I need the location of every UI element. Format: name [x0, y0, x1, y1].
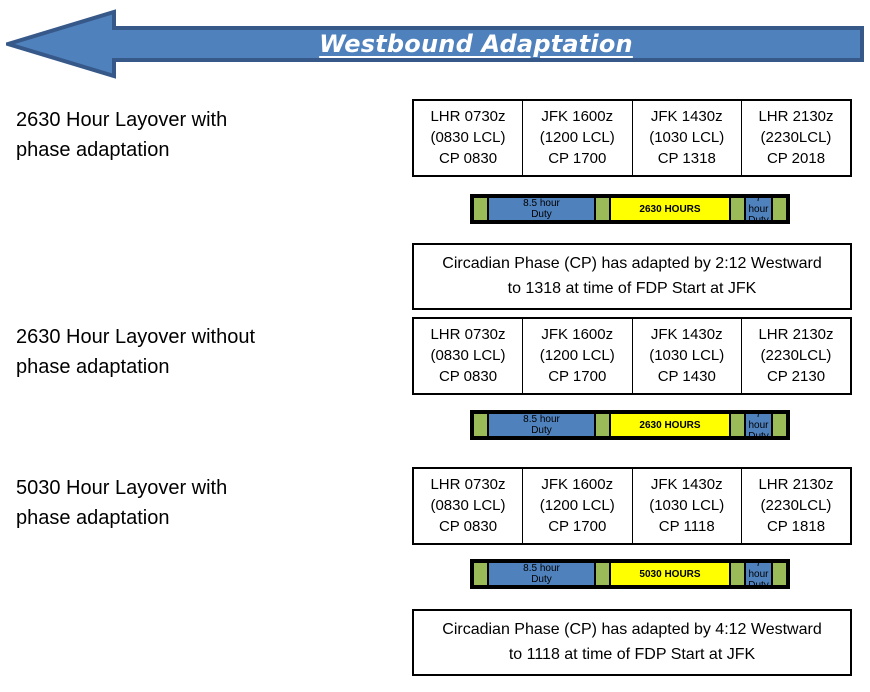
leg-cell: JFK 1600z (1200 LCL) CP 1700 [522, 467, 633, 545]
duty-bar-3: 8.5 hour Duty 5030 HOURS 7 hour Duty [470, 559, 790, 589]
section-label-2: 2630 Hour Layover without phase adaptati… [16, 326, 256, 378]
rest-segment [731, 414, 744, 436]
leg-local-time: (1200 LCL) [539, 497, 615, 514]
leg-local-time: (0830 LCL) [430, 497, 506, 514]
leg-station-time: LHR 2130z [758, 108, 834, 125]
rest-segment [474, 198, 487, 220]
duty-segment: 8.5 hour Duty [489, 563, 594, 585]
leg-station-time: LHR 2130z [758, 476, 834, 493]
leg-local-time: (2230LCL) [760, 347, 832, 364]
rest-segment [731, 198, 744, 220]
section-label-3: 5030 Hour Layover with phase adaptation [16, 477, 228, 529]
leg-cp-value: CP 2130 [766, 368, 826, 385]
leg-table-2: LHR 0730z (0830 LCL) CP 0830 JFK 1600z (… [412, 317, 852, 395]
leg-cp-value: CP 1818 [766, 518, 826, 535]
duty-segment: 7 hour Duty [746, 198, 771, 220]
leg-cell: JFK 1600z (1200 LCL) CP 1700 [522, 317, 633, 395]
table-row: LHR 0730z (0830 LCL) CP 0830 JFK 1600z (… [412, 317, 852, 395]
leg-station-time: JFK 1600z [541, 326, 614, 343]
leg-cell: JFK 1430z (1030 LCL) CP 1430 [631, 317, 742, 395]
leg-cell: JFK 1430z (1030 LCL) CP 1118 [631, 467, 742, 545]
table-row: LHR 0730z (0830 LCL) CP 0830 JFK 1600z (… [412, 99, 852, 177]
duty-segment: 7 hour Duty [746, 563, 771, 585]
leg-station-time: LHR 0730z [430, 326, 506, 343]
leg-local-time: (0830 LCL) [430, 129, 506, 146]
leg-cp-value: CP 0830 [438, 518, 498, 535]
rest-segment [731, 563, 744, 585]
rest-segment [474, 563, 487, 585]
leg-cp-value: CP 1118 [658, 518, 715, 535]
adaptation-note-3: Circadian Phase (CP) has adapted by 4:12… [412, 609, 852, 676]
leg-cp-value: CP 0830 [438, 368, 498, 385]
leg-local-time: (1030 LCL) [649, 347, 725, 364]
rest-segment [596, 414, 609, 436]
leg-local-time: (2230LCL) [760, 129, 832, 146]
leg-cp-value: CP 1318 [657, 150, 716, 167]
duty-bar-2: 8.5 hour Duty 2630 HOURS 7 hour Duty [470, 410, 790, 440]
leg-station-time: JFK 1430z [650, 108, 723, 125]
layover-segment: 2630 HOURS [611, 198, 729, 220]
westbound-adaptation-banner: Westbound Adaptation [6, 8, 864, 80]
section-label-1: 2630 Hour Layover with phase adaptation [16, 109, 228, 161]
rest-segment [773, 563, 786, 585]
leg-cp-value: CP 2018 [766, 150, 826, 167]
leg-cell: LHR 0730z (0830 LCL) CP 0830 [412, 317, 523, 395]
leg-cell: LHR 0730z (0830 LCL) CP 0830 [412, 467, 523, 545]
leg-cp-value: CP 1430 [657, 368, 716, 385]
leg-cp-value: CP 1700 [548, 150, 607, 167]
leg-cell: LHR 0730z (0830 LCL) CP 0830 [412, 99, 523, 177]
leg-station-time: JFK 1600z [541, 476, 614, 493]
leg-cp-value: CP 0830 [438, 150, 498, 167]
leg-cell: JFK 1600z (1200 LCL) CP 1700 [522, 99, 633, 177]
duty-segment: 7 hour Duty [746, 414, 771, 436]
leg-cell: LHR 2130z (2230LCL) CP 2130 [741, 317, 852, 395]
leg-cp-value: CP 1700 [548, 368, 607, 385]
rest-segment [596, 563, 609, 585]
leg-cp-value: CP 1700 [548, 518, 607, 535]
layover-segment: 5030 HOURS [611, 563, 729, 585]
adaptation-note-1: Circadian Phase (CP) has adapted by 2:12… [412, 243, 852, 310]
leg-local-time: (2230LCL) [760, 497, 832, 514]
rest-segment [773, 198, 786, 220]
left-arrow-shape [6, 9, 864, 79]
leg-local-time: (1030 LCL) [649, 129, 725, 146]
rest-segment [773, 414, 786, 436]
leg-local-time: (1200 LCL) [539, 347, 615, 364]
leg-station-time: JFK 1430z [650, 326, 723, 343]
duty-bar-1: 8.5 hour Duty 2630 HOURS 7 hour Duty [470, 194, 790, 224]
leg-local-time: (0830 LCL) [430, 347, 506, 364]
table-row: LHR 0730z (0830 LCL) CP 0830 JFK 1600z (… [412, 467, 852, 545]
leg-station-time: LHR 0730z [430, 108, 506, 125]
rest-segment [474, 414, 487, 436]
leg-station-time: JFK 1430z [650, 476, 723, 493]
leg-table-1: LHR 0730z (0830 LCL) CP 0830 JFK 1600z (… [412, 99, 852, 177]
leg-table-3: LHR 0730z (0830 LCL) CP 0830 JFK 1600z (… [412, 467, 852, 545]
leg-local-time: (1200 LCL) [539, 129, 615, 146]
leg-station-time: LHR 2130z [758, 326, 834, 343]
leg-local-time: (1030 LCL) [649, 497, 725, 514]
leg-station-time: JFK 1600z [541, 108, 614, 125]
leg-cell: JFK 1430z (1030 LCL) CP 1318 [631, 99, 742, 177]
leg-cell: LHR 2130z (2230LCL) CP 2018 [741, 99, 852, 177]
layover-segment: 2630 HOURS [611, 414, 729, 436]
leg-cell: LHR 2130z (2230LCL) CP 1818 [741, 467, 852, 545]
duty-segment: 8.5 hour Duty [489, 414, 594, 436]
leg-station-time: LHR 0730z [430, 476, 506, 493]
rest-segment [596, 198, 609, 220]
duty-segment: 8.5 hour Duty [489, 198, 594, 220]
